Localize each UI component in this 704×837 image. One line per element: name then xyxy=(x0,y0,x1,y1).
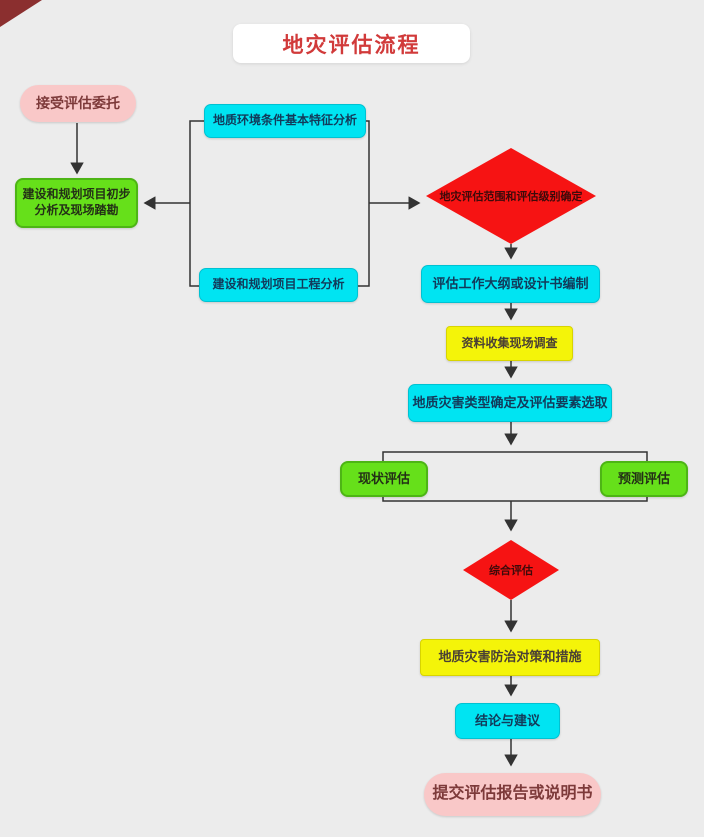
bracket-left xyxy=(189,120,205,287)
node-hazard-type-selection: 地质灾害类型确定及评估要素选取 xyxy=(408,384,612,422)
node-scope-level-decision: 地灾评估范围和评估级别确定 xyxy=(439,191,583,203)
node-submit-report: 提交评估报告或说明书 xyxy=(424,773,601,816)
node-comprehensive-assessment: 综合评估 xyxy=(489,565,533,577)
page-title: 地灾评估流程 xyxy=(282,33,421,57)
node-current-assessment: 现状评估 xyxy=(340,461,428,497)
split-bar xyxy=(382,451,648,461)
node-countermeasures: 地质灾害防治对策和措施 xyxy=(420,639,600,676)
node-initial-analysis: 建设和规划项目初步分析及现场踏勘 xyxy=(15,178,138,228)
diamond-comprehensive-shape xyxy=(463,540,559,600)
node-project-analysis: 建设和规划项目工程分析 xyxy=(199,268,358,302)
node-geo-env-analysis: 地质环境条件基本特征分析 xyxy=(204,104,366,138)
merge-bar xyxy=(382,497,648,502)
node-conclusion: 结论与建议 xyxy=(455,703,560,739)
diamond-scope-level-shape xyxy=(426,148,596,244)
node-data-collection: 资料收集现场调查 xyxy=(446,326,573,361)
corner-fold-decoration xyxy=(0,0,42,27)
node-work-outline: 评估工作大纲或设计书编制 xyxy=(421,265,600,303)
title-panel: 地灾评估流程 xyxy=(233,24,470,63)
node-accept-commission: 接受评估委托 xyxy=(20,85,136,122)
node-predictive-assessment: 预测评估 xyxy=(600,461,688,497)
bracket-right xyxy=(358,120,370,287)
